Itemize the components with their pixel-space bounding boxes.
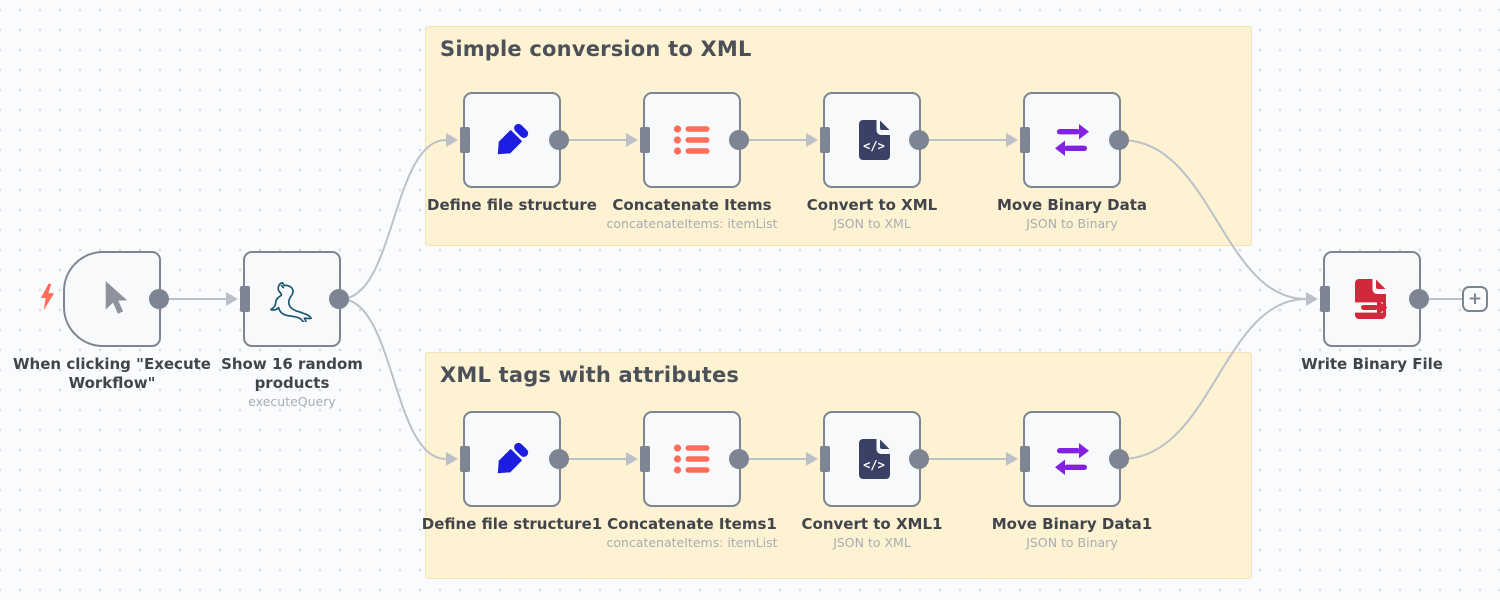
write-file-icon xyxy=(1349,275,1395,323)
output-port[interactable] xyxy=(149,289,169,309)
node-box[interactable] xyxy=(460,92,569,188)
swap-arrows-icon xyxy=(1048,116,1096,164)
trigger-bolt-icon xyxy=(39,283,56,316)
output-port[interactable] xyxy=(1409,289,1429,309)
connection-move-top-to-write[interactable] xyxy=(1120,139,1307,300)
node-name: When clicking "Execute Workflow" xyxy=(13,355,211,393)
pencil-icon xyxy=(489,117,535,163)
node-box[interactable] xyxy=(240,251,349,347)
node-box[interactable] xyxy=(1020,92,1129,188)
list-icon xyxy=(668,116,716,164)
output-port[interactable] xyxy=(1109,130,1129,150)
node-name: Define file structure xyxy=(427,196,597,214)
node-subtitle: JSON to XML xyxy=(833,535,911,551)
connection-define-to-concatenate-bottom[interactable] xyxy=(560,452,638,466)
node-subtitle: concatenateItems: itemList xyxy=(606,216,778,232)
node-convert-to-xml[interactable]: </> Convert to XML JSON to XML xyxy=(807,92,937,231)
node-concatenate-items1[interactable]: Concatenate Items1 concatenateItems: ite… xyxy=(607,411,777,550)
node-name: Concatenate Items xyxy=(612,196,772,214)
swap-arrows-icon xyxy=(1048,435,1096,483)
xml-file-icon: </> xyxy=(852,116,892,164)
connection-mysql-to-define2[interactable] xyxy=(340,298,458,466)
node-box[interactable] xyxy=(460,411,569,507)
node-name: Convert to XML xyxy=(806,196,938,214)
output-port[interactable] xyxy=(549,449,569,469)
xml-file-icon: </> xyxy=(852,435,892,483)
mysql-dolphin-icon xyxy=(261,276,323,322)
node-convert-to-xml1[interactable]: </> Convert to XML1 JSON to XML xyxy=(802,411,942,550)
output-port[interactable] xyxy=(909,130,929,150)
node-name: Move Binary Data xyxy=(996,196,1148,214)
sticky-note-title: XML tags with attributes xyxy=(440,363,740,387)
node-box[interactable] xyxy=(640,411,749,507)
input-port[interactable] xyxy=(820,446,830,472)
input-port[interactable] xyxy=(1020,127,1030,153)
output-port[interactable] xyxy=(729,130,749,150)
svg-text:</>: </> xyxy=(863,139,885,153)
node-subtitle: JSON to Binary xyxy=(1026,535,1118,551)
input-port[interactable] xyxy=(460,127,470,153)
node-concatenate-items[interactable]: Concatenate Items concatenateItems: item… xyxy=(607,92,777,231)
node-box[interactable]: </> xyxy=(820,92,929,188)
output-port[interactable] xyxy=(729,449,749,469)
input-port[interactable] xyxy=(640,127,650,153)
connection-move-bottom-to-write[interactable] xyxy=(1120,292,1318,460)
node-subtitle: JSON to XML xyxy=(833,216,911,232)
add-node-button[interactable]: + xyxy=(1462,286,1488,312)
node-when-clicking-execute-workflow[interactable]: When clicking "Execute Workflow" xyxy=(13,251,211,392)
connection-trigger-to-mysql[interactable] xyxy=(160,292,238,306)
node-move-binary-data[interactable]: Move Binary Data JSON to Binary xyxy=(997,92,1147,231)
node-subtitle: JSON to Binary xyxy=(1026,216,1118,232)
node-box[interactable]: </> xyxy=(820,411,929,507)
input-port[interactable] xyxy=(240,286,250,312)
connection-concatenate-to-convert-bottom[interactable] xyxy=(740,452,818,466)
pencil-icon xyxy=(489,436,535,482)
output-port[interactable] xyxy=(909,449,929,469)
node-name: Write Binary File xyxy=(1301,355,1443,373)
node-box[interactable] xyxy=(640,92,749,188)
input-port[interactable] xyxy=(1020,446,1030,472)
list-icon xyxy=(668,435,716,483)
input-port[interactable] xyxy=(1320,286,1330,312)
node-name: Show 16 random products xyxy=(221,355,363,393)
connection-convert-to-move-top[interactable] xyxy=(920,133,1018,147)
output-port[interactable] xyxy=(549,130,569,150)
node-box[interactable] xyxy=(40,251,169,347)
input-port[interactable] xyxy=(640,446,650,472)
input-port[interactable] xyxy=(460,446,470,472)
connection-concatenate-to-convert-top[interactable] xyxy=(740,133,818,147)
node-define-file-structure[interactable]: Define file structure xyxy=(427,92,597,214)
node-name: Concatenate Items1 xyxy=(607,515,777,533)
node-write-binary-file[interactable]: Write Binary File xyxy=(1301,251,1443,373)
svg-text:</>: </> xyxy=(863,458,885,472)
sticky-note-title: Simple conversion to XML xyxy=(440,37,752,61)
output-port[interactable] xyxy=(329,289,349,309)
connection-mysql-to-define1[interactable] xyxy=(340,133,458,300)
node-name: Define file structure1 xyxy=(421,515,603,533)
connection-convert-to-move-bottom[interactable] xyxy=(920,452,1018,466)
node-subtitle: concatenateItems: itemList xyxy=(606,535,778,551)
node-name: Move Binary Data1 xyxy=(991,515,1153,533)
node-box[interactable] xyxy=(1320,251,1429,347)
node-box[interactable] xyxy=(1020,411,1129,507)
node-move-binary-data1[interactable]: Move Binary Data1 JSON to Binary xyxy=(992,411,1152,550)
input-port[interactable] xyxy=(820,127,830,153)
node-define-file-structure1[interactable]: Define file structure1 xyxy=(422,411,602,533)
connection-define-to-concatenate-top[interactable] xyxy=(560,133,638,147)
node-show-16-random-products[interactable]: Show 16 random products executeQuery xyxy=(221,251,363,409)
node-name: Convert to XML1 xyxy=(801,515,943,533)
node-subtitle: executeQuery xyxy=(248,394,336,410)
cursor-icon xyxy=(95,278,129,320)
output-port[interactable] xyxy=(1109,449,1129,469)
